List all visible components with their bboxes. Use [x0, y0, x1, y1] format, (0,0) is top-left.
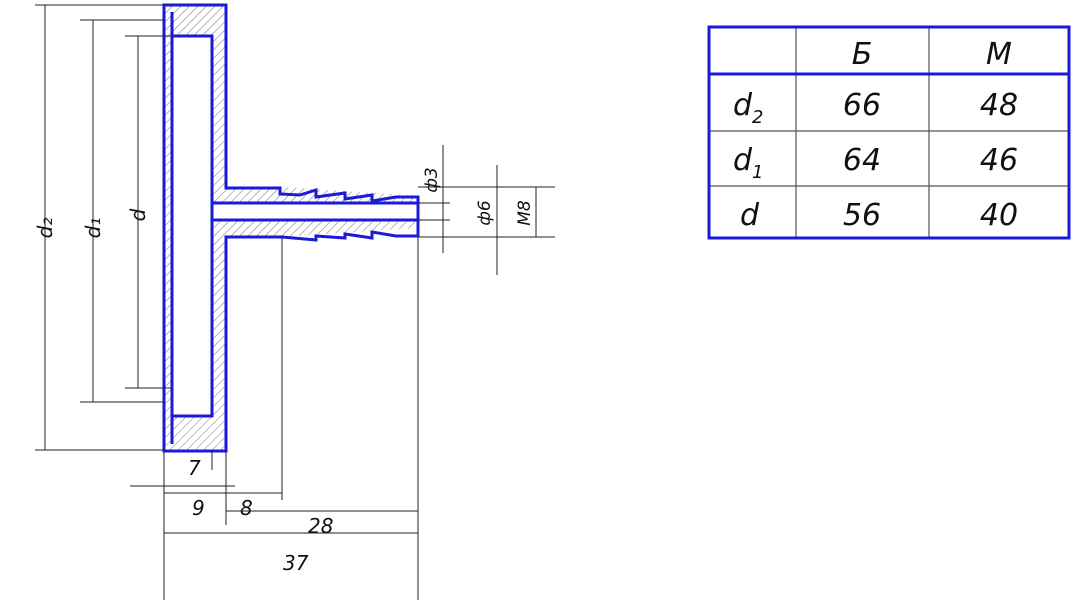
- diameter-labels: d₂ d₁ d: [33, 208, 150, 238]
- part-outline: [162, 3, 420, 453]
- dim-9: 9: [192, 496, 205, 520]
- thread-label: M8: [515, 200, 535, 226]
- row-value-b: 66: [843, 88, 881, 123]
- cavity-outline: [170, 12, 214, 444]
- row-param: d1: [733, 143, 764, 183]
- header-m: М: [986, 37, 1012, 72]
- table-row: d1 64 46: [733, 143, 1018, 183]
- dim-8: 8: [240, 496, 253, 520]
- table-row: d2 66 48: [733, 88, 1018, 128]
- row-value-b: 56: [843, 198, 881, 233]
- dim-7: 7: [188, 456, 201, 480]
- row-value-m: 46: [980, 143, 1018, 178]
- d2-label: d₂: [33, 218, 57, 239]
- outer-diameter-label: ф6: [475, 200, 495, 226]
- dim-37: 37: [283, 551, 309, 575]
- size-table: Б М d2 66 48 d1 64 46 d 56 40: [707, 25, 1071, 240]
- dim-28: 28: [308, 514, 333, 538]
- dimension-lines: [35, 4, 555, 600]
- nipple-labels: ф3 ф6 M8: [422, 167, 535, 225]
- flange-hatch: [164, 5, 418, 451]
- row-value-m: 48: [980, 88, 1018, 123]
- row-param: d: [740, 198, 760, 233]
- d-label: d: [126, 208, 150, 221]
- row-param: d2: [733, 88, 764, 128]
- table-row: d 56 40: [740, 198, 1018, 233]
- row-value-m: 40: [980, 198, 1018, 233]
- bore-outline: [210, 201, 418, 222]
- bore-label: ф3: [422, 167, 442, 192]
- header-b: Б: [852, 37, 873, 72]
- length-labels: 7 9 8 28 37: [188, 456, 333, 575]
- row-value-b: 64: [843, 143, 881, 178]
- part-section: [162, 3, 420, 453]
- d1-label: d₁: [81, 218, 105, 239]
